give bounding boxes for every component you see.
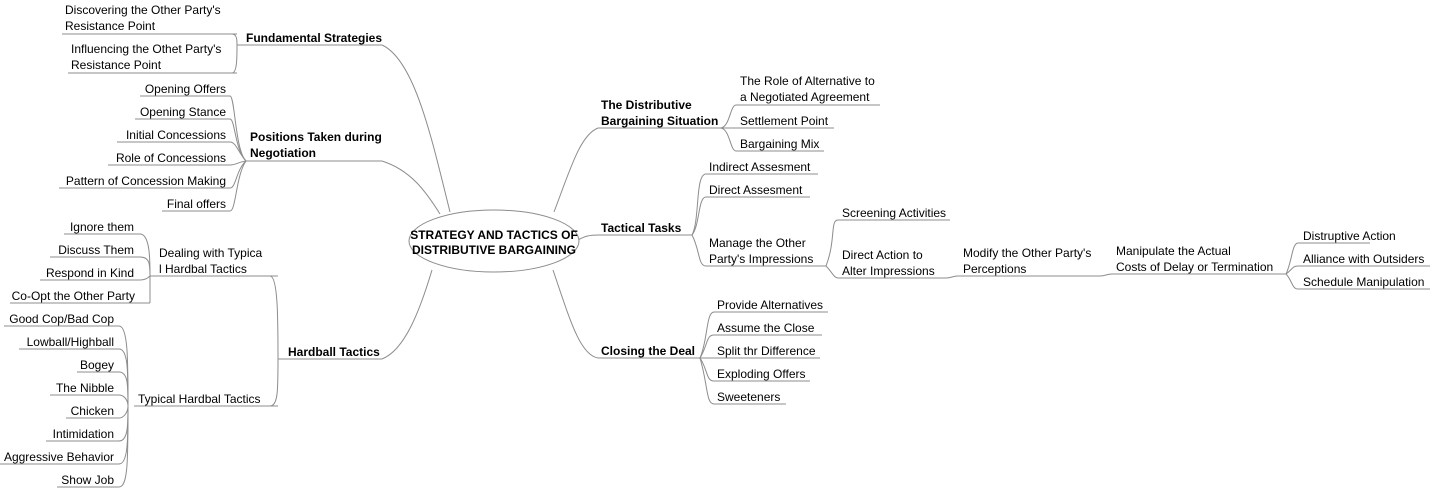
leaf-co-opt[interactable]: Co-Opt the Other Party	[12, 289, 135, 303]
leaf-bogey[interactable]: Bogey	[80, 358, 114, 372]
leaf-influencing-line2[interactable]: Resistance Point	[71, 58, 162, 72]
branch-hardball-tactics[interactable]: Hardball Tactics	[288, 345, 380, 359]
leaf-role-of-alternative-line1[interactable]: The Role of Alternative to	[740, 74, 875, 88]
leaf-opening-offers[interactable]: Opening Offers	[145, 82, 226, 96]
leaf-settlement-point[interactable]: Settlement Point	[740, 114, 829, 128]
node-typical-hardball[interactable]: Typical Hardbal Tactics	[138, 392, 261, 406]
leaf-chicken[interactable]: Chicken	[71, 404, 114, 418]
leaf-intimidation[interactable]: Intimidation	[53, 427, 114, 441]
leaf-role-of-alternative-line2[interactable]: a Negotiated Agreement	[740, 90, 870, 104]
leaf-schedule-manipulation[interactable]: Schedule Manipulation	[1303, 275, 1424, 289]
leaf-alliance-outsiders[interactable]: Alliance with Outsiders	[1303, 252, 1424, 266]
leaf-direct-assesment[interactable]: Direct Assesment	[709, 183, 803, 197]
node-labels: STRATEGY AND TACTICS OF DISTRIBUTIVE BAR…	[4, 3, 1424, 487]
node-dealing-line2[interactable]: l Hardbal Tactics	[159, 262, 247, 276]
leaf-distruptive-action[interactable]: Distruptive Action	[1303, 229, 1396, 243]
leaf-screening-activities[interactable]: Screening Activities	[842, 206, 946, 220]
leaf-respond-in-kind[interactable]: Respond in Kind	[46, 266, 134, 280]
leaf-discuss-them[interactable]: Discuss Them	[58, 243, 134, 257]
leaf-nibble[interactable]: The Nibble	[56, 381, 114, 395]
node-manage-impressions-line2[interactable]: Party's Impressions	[709, 252, 813, 266]
node-direct-action-line2[interactable]: Alter Impressions	[842, 264, 935, 278]
leaf-discovering-line1[interactable]: Discovering the Other Party's	[65, 3, 221, 17]
branch-situation-line1[interactable]: The Distributive	[601, 98, 692, 112]
node-modify-perceptions-line2[interactable]: Perceptions	[963, 262, 1026, 276]
branch-closing-the-deal[interactable]: Closing the Deal	[601, 344, 695, 358]
node-dealing-line1[interactable]: Dealing with Typica	[159, 246, 262, 260]
leaf-indirect-assesment[interactable]: Indirect Assesment	[709, 160, 811, 174]
branch-positions-line1[interactable]: Positions Taken during	[250, 130, 382, 144]
leaf-provide-alternatives[interactable]: Provide Alternatives	[717, 298, 823, 312]
branch-situation-line2[interactable]: Bargaining Situation	[601, 114, 718, 128]
leaf-show-job[interactable]: Show Job	[61, 473, 114, 487]
central-topic-ellipse	[408, 209, 580, 273]
leaf-aggressive[interactable]: Aggressive Behavior	[4, 450, 114, 464]
leaf-exploding-offers[interactable]: Exploding Offers	[717, 367, 806, 381]
leaf-bargaining-mix[interactable]: Bargaining Mix	[740, 137, 819, 151]
node-modify-perceptions-line1[interactable]: Modify the Other Party's	[963, 246, 1091, 260]
central-topic-line1[interactable]: STRATEGY AND TACTICS OF	[410, 228, 578, 242]
leaf-opening-stance[interactable]: Opening Stance	[140, 105, 226, 119]
leaf-initial-concessions[interactable]: Initial Concessions	[126, 128, 226, 142]
leaf-split-difference[interactable]: Split thr Difference	[717, 344, 816, 358]
node-direct-action-line1[interactable]: Direct Action to	[842, 248, 923, 262]
connector-lines	[0, 33, 1430, 488]
node-manipulate-costs-line2[interactable]: Costs of Delay or Termination	[1116, 260, 1273, 274]
branch-fundamental-strategies[interactable]: Fundamental Strategies	[246, 31, 382, 45]
branch-positions-line2[interactable]: Negotiation	[250, 146, 316, 160]
node-manipulate-costs-line1[interactable]: Manipulate the Actual	[1116, 244, 1231, 258]
leaf-role-of-concessions[interactable]: Role of Concessions	[116, 151, 226, 165]
leaf-pattern-of-concession[interactable]: Pattern of Concession Making	[66, 174, 226, 188]
leaf-good-cop[interactable]: Good Cop/Bad Cop	[9, 312, 114, 326]
branch-tactical-tasks[interactable]: Tactical Tasks	[601, 221, 682, 235]
leaf-assume-the-close[interactable]: Assume the Close	[717, 321, 815, 335]
leaf-lowball[interactable]: Lowball/Highball	[27, 335, 114, 349]
node-manage-impressions-line1[interactable]: Manage the Other	[709, 236, 806, 250]
leaf-final-offers[interactable]: Final offers	[167, 197, 226, 211]
leaf-discovering-line2[interactable]: Resistance Point	[65, 19, 156, 33]
leaf-ignore-them[interactable]: Ignore them	[70, 220, 134, 234]
leaf-sweeteners[interactable]: Sweeteners	[717, 390, 780, 404]
central-topic-line2[interactable]: DISTRIBUTIVE BARGAINING	[412, 243, 576, 257]
leaf-influencing-line1[interactable]: Influencing the Othet Party's	[71, 42, 221, 56]
